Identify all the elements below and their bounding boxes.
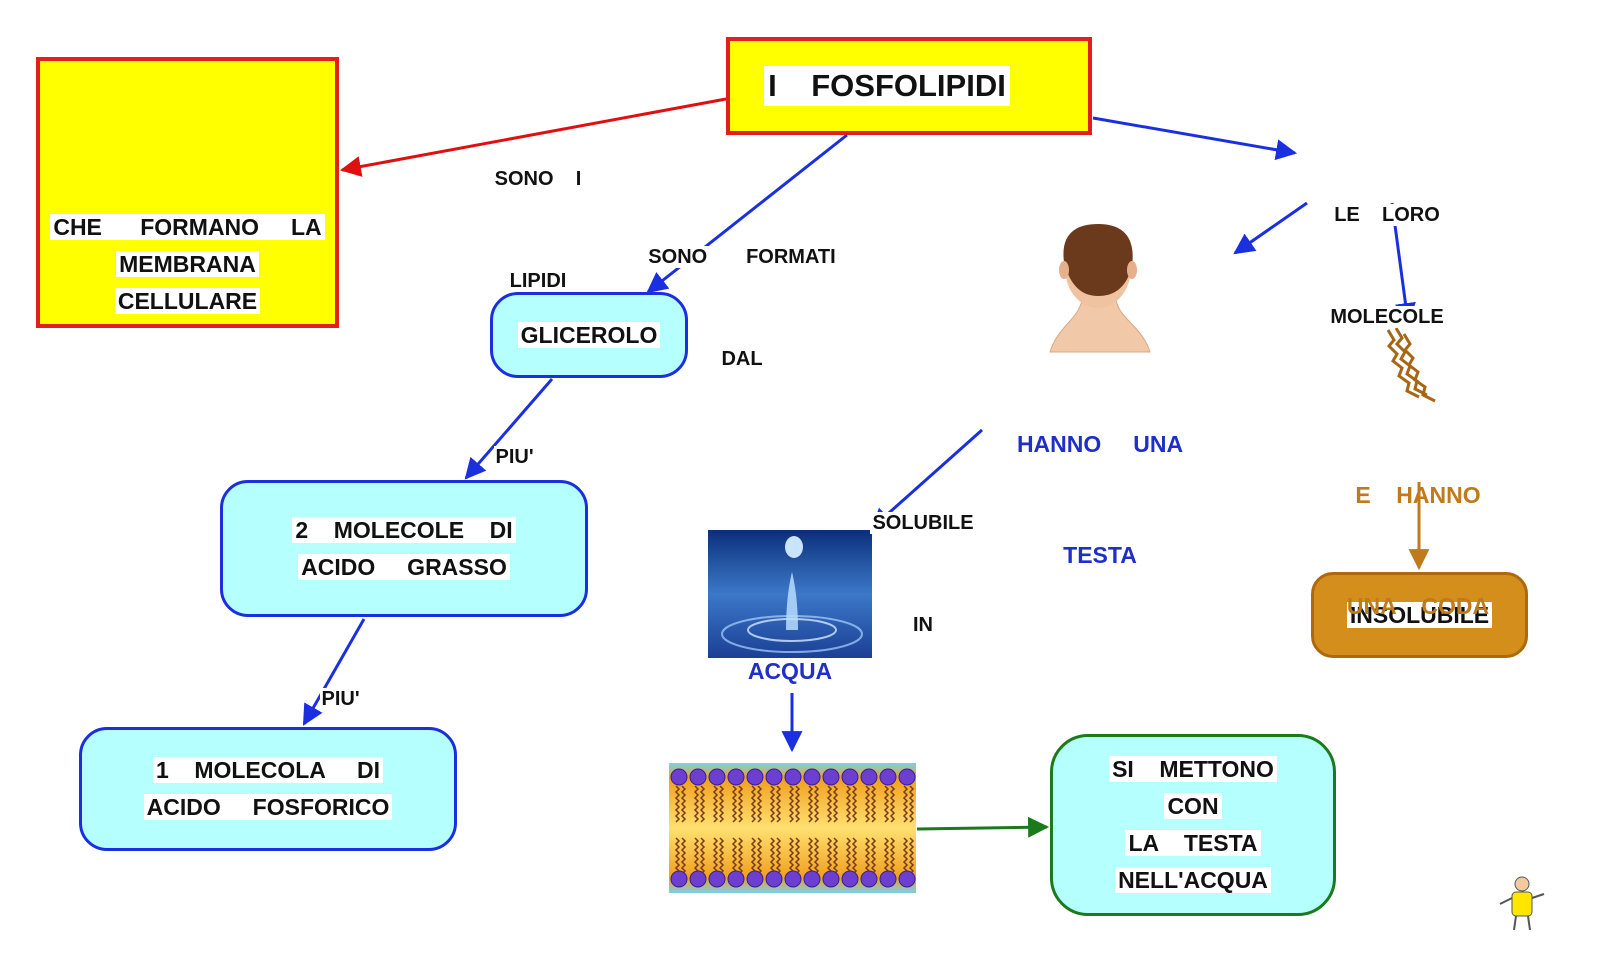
testa-acqua-line-4: NELL'ACQUA bbox=[1115, 862, 1271, 899]
acido-fosforico-node[interactable]: 1 MOLECOLA DI ACIDO FOSFORICO bbox=[79, 727, 457, 851]
glicerolo-node[interactable]: GLICEROLO bbox=[490, 292, 688, 378]
head-caption-line-1: HANNO UNA bbox=[1016, 431, 1184, 457]
insolubile-node[interactable]: INSOLUBILE bbox=[1311, 572, 1528, 658]
label-sono-formati-line-1: SONO FORMATI bbox=[646, 246, 838, 268]
edge-bilayer-testa bbox=[916, 816, 1050, 838]
label-sono-formati-line-2: DAL bbox=[719, 348, 765, 370]
edge-piu-1 bbox=[464, 378, 554, 480]
label-le-loro-molecole-line-2: MOLECOLE bbox=[1328, 306, 1446, 328]
testa-acqua-line-2: CON bbox=[1164, 788, 1222, 825]
edge-piu-2 bbox=[302, 618, 366, 726]
acido-fosforico-line-1: 1 MOLECOLA DI bbox=[152, 752, 384, 789]
phospholipid-bilayer-image bbox=[669, 763, 916, 893]
acido-grasso-line-1: 2 MOLECOLE DI bbox=[292, 512, 516, 549]
fatty-acid-tail-icon bbox=[1386, 327, 1436, 403]
title-text: I FOSFOLIPIDI bbox=[764, 66, 1010, 106]
label-le-loro-molecole: LE LORO MOLECOLE bbox=[1316, 130, 1458, 368]
label-solubile-in: SOLUBILE IN bbox=[858, 438, 988, 676]
membrane-node[interactable]: CHE FORMANO LA MEMBRANA CELLULARE bbox=[36, 57, 339, 328]
head-caption: HANNO UNA TESTA bbox=[1000, 352, 1200, 611]
water-drop-image bbox=[708, 530, 872, 658]
edge-le-loro-molecole bbox=[1092, 116, 1298, 161]
edge-to-head bbox=[1233, 201, 1308, 255]
edge-solubile-in bbox=[870, 428, 983, 530]
testa-acqua-line-3: LA TESTA bbox=[1125, 825, 1261, 862]
tail-caption-line-1: E HANNO bbox=[1355, 482, 1481, 508]
testa-acqua-line-1: SI METTONO bbox=[1109, 751, 1277, 788]
label-solubile-in-line-1: SOLUBILE bbox=[870, 512, 976, 534]
label-le-loro-molecole-line-1: LE LORO bbox=[1332, 204, 1442, 226]
edge-sono-lipidi bbox=[339, 97, 727, 177]
testa-acqua-node[interactable]: SI METTONO CON LA TESTA NELL'ACQUA bbox=[1050, 734, 1336, 916]
tail-caption: E HANNO UNA CODA bbox=[1318, 403, 1518, 662]
label-sono-lipidi-line-1: SONO I bbox=[492, 168, 584, 190]
glicerolo-text: GLICEROLO bbox=[517, 317, 661, 354]
label-sono-formati: SONO FORMATI DAL bbox=[630, 172, 854, 410]
membrane-caption-line-1: CHE FORMANO LA bbox=[50, 209, 325, 246]
head-caption-line-2: TESTA bbox=[1063, 542, 1137, 568]
acido-fosforico-line-2: ACIDO FOSFORICO bbox=[143, 789, 393, 826]
label-solubile-in-line-2: IN bbox=[911, 614, 935, 636]
head-icon bbox=[1049, 224, 1151, 353]
label-sono-lipidi: SONO I LIPIDI bbox=[478, 94, 598, 332]
acqua-caption: ACQUA bbox=[747, 658, 833, 684]
title-node[interactable]: I FOSFOLIPIDI bbox=[726, 37, 1092, 135]
label-piu-1: PIU' bbox=[493, 446, 536, 468]
acido-grasso-line-2: ACIDO GRASSO bbox=[298, 549, 510, 586]
tail-caption-line-2: UNA CODA bbox=[1346, 593, 1490, 619]
insolubile-text: INSOLUBILE bbox=[1346, 597, 1493, 634]
membrane-caption-line-2: MEMBRANA bbox=[116, 246, 259, 283]
label-sono-lipidi-line-2: LIPIDI bbox=[507, 270, 569, 292]
label-piu-2: PIU' bbox=[319, 688, 362, 710]
acido-grasso-node[interactable]: 2 MOLECOLE DI ACIDO GRASSO bbox=[220, 480, 588, 617]
membrane-caption-line-3: CELLULARE bbox=[114, 283, 261, 320]
mascot-icon bbox=[1499, 876, 1545, 931]
